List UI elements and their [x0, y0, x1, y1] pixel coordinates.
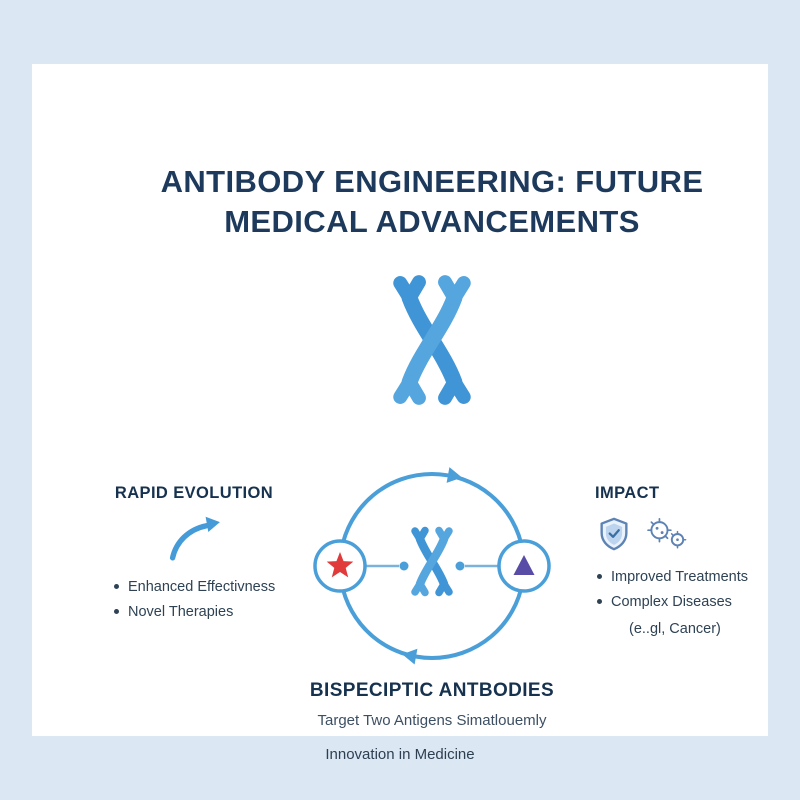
list-item: Enhanced Effectivness [114, 575, 294, 600]
cycle-arrows-icon [339, 467, 525, 665]
bullet-text: Improved Treatments [611, 569, 748, 585]
bullet-text: Enhanced Effectivness [128, 579, 276, 595]
footer-caption: Innovation in Medicine [325, 746, 475, 763]
list-item: Novel Therapies [114, 600, 294, 625]
impact-icons-row [577, 515, 777, 553]
bispecific-heading: BISPECIPTIC ANTBODIES [309, 680, 555, 701]
title-line-2: MEDICAL ADVANCEMENTS [224, 203, 640, 239]
triangle-marker-icon [497, 539, 551, 593]
section-bispecific: BISPECIPTIC ANTBODIES Target Two Antigen… [64, 680, 800, 729]
shield-icon [600, 517, 628, 551]
page-title: ANTIBODY ENGINEERING: FUTURE MEDICAL ADV… [64, 162, 800, 241]
list-item: Complex Diseases [597, 590, 777, 615]
pathogen-cells-icon [647, 517, 687, 549]
content-card: ANTIBODY ENGINEERING: FUTURE MEDICAL ADV… [32, 64, 768, 736]
title-line-1: ANTIBODY ENGINEERING: FUTURE [160, 164, 704, 199]
impact-note: (e..gl, Cancer) [629, 620, 721, 637]
impact-heading: IMPACT [595, 484, 660, 502]
growth-arrow-icon [164, 515, 224, 565]
section-impact: IMPACT [577, 484, 777, 641]
rapid-evolution-heading: RAPID EVOLUTION [114, 484, 274, 502]
impact-list: Improved Treatments Complex Diseases [577, 565, 777, 616]
bullet-dot [597, 574, 602, 579]
bullet-text: Complex Diseases [611, 594, 732, 611]
antibody-icon [393, 275, 471, 405]
list-item: Improved Treatments [597, 565, 777, 590]
star-marker-icon [313, 539, 367, 593]
bispecific-subheading: Target Two Antigens Simatlouemly [317, 712, 547, 729]
section-rapid-evolution: RAPID EVOLUTION Enhanced Effectivness No… [94, 484, 294, 626]
bullet-text: Novel Therapies [128, 604, 234, 621]
bullet-dot [114, 609, 119, 615]
connector-lines [366, 561, 498, 571]
rapid-evolution-list: Enhanced Effectivness Novel Therapies [94, 575, 294, 626]
bullet-dot [597, 599, 602, 605]
antibody-icon [411, 526, 453, 597]
bullet-dot [114, 584, 119, 589]
bispecific-cycle-diagram [313, 467, 551, 665]
